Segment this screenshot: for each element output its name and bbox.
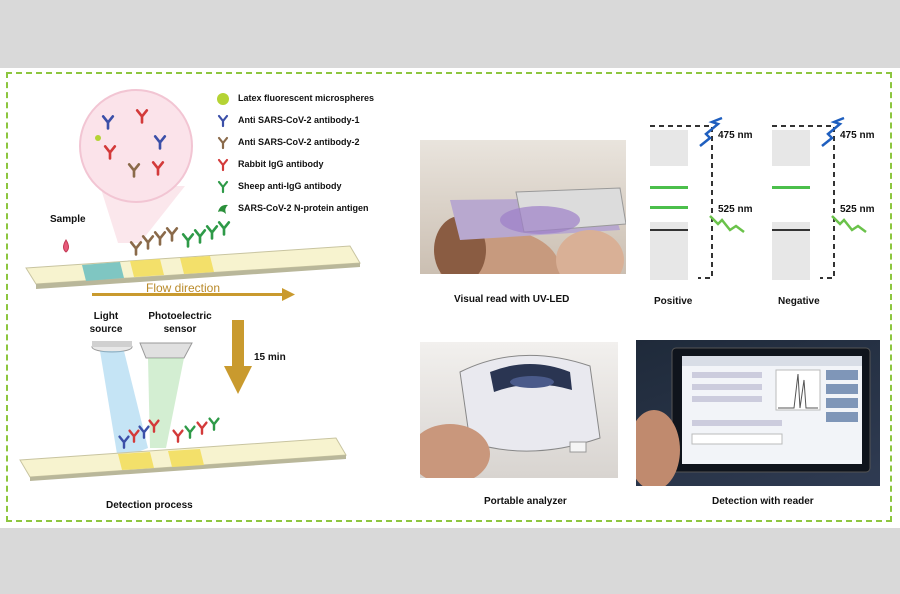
- negative-caption: Negative: [778, 296, 820, 307]
- excitation-label-negative: 475 nm: [840, 130, 875, 141]
- legend-item-label: Latex fluorescent microspheres: [238, 93, 375, 103]
- detection-process-label: Detection process: [106, 500, 193, 511]
- legend-item-label: Sheep anti-IgG antibody: [238, 181, 342, 191]
- emission-label-negative: 525 nm: [840, 204, 875, 215]
- antibody-blue-icon: [217, 114, 229, 128]
- excitation-arrow-icon: [699, 116, 845, 147]
- positive-caption: Positive: [654, 296, 693, 307]
- reader-caption: Detection with reader: [712, 496, 814, 507]
- excitation-label-positive: 475 nm: [718, 130, 753, 141]
- test-strip-top: [25, 245, 361, 289]
- microsphere-icon: [217, 93, 229, 105]
- reader-photo: [636, 340, 880, 486]
- positive-cassette: [650, 125, 713, 280]
- visual-read-caption: Visual read with UV-LED: [454, 294, 570, 305]
- legend-item-label: SARS-CoV-2 N-protein antigen: [238, 203, 369, 213]
- negative-cassette: [772, 125, 835, 280]
- antibody-brown-icon: [217, 136, 229, 150]
- antibody-glyphs: [95, 109, 231, 449]
- uv-led-photo: [420, 140, 626, 274]
- flow-arrow: [92, 288, 295, 301]
- result-diagrams: [650, 116, 867, 280]
- emission-arrow-icon: [709, 215, 867, 233]
- antibody-red-icon: [217, 158, 229, 172]
- sample-drop-icon: [63, 239, 69, 253]
- flow-direction-label: Flow direction: [146, 281, 221, 295]
- antibody-green-icon: [217, 180, 229, 194]
- assay-schematic: [19, 89, 361, 481]
- dashed-border: [6, 72, 892, 522]
- analyzer-photo: [420, 342, 618, 478]
- legend-item-label: Rabbit IgG antibody: [238, 159, 324, 169]
- sample-label: Sample: [50, 214, 86, 225]
- test-strip-bottom: [19, 437, 347, 481]
- emission-label-positive: 525 nm: [718, 204, 753, 215]
- legend-item-label: Anti SARS-CoV-2 antibody-1: [238, 115, 360, 125]
- time-label: 15 min: [254, 352, 286, 363]
- legend-item-label: Anti SARS-CoV-2 antibody-2: [238, 137, 360, 147]
- magnified-view: [79, 89, 193, 243]
- time-arrow: [224, 320, 252, 394]
- antigen-icon: [218, 204, 228, 214]
- analyzer-caption: Portable analyzer: [484, 496, 567, 507]
